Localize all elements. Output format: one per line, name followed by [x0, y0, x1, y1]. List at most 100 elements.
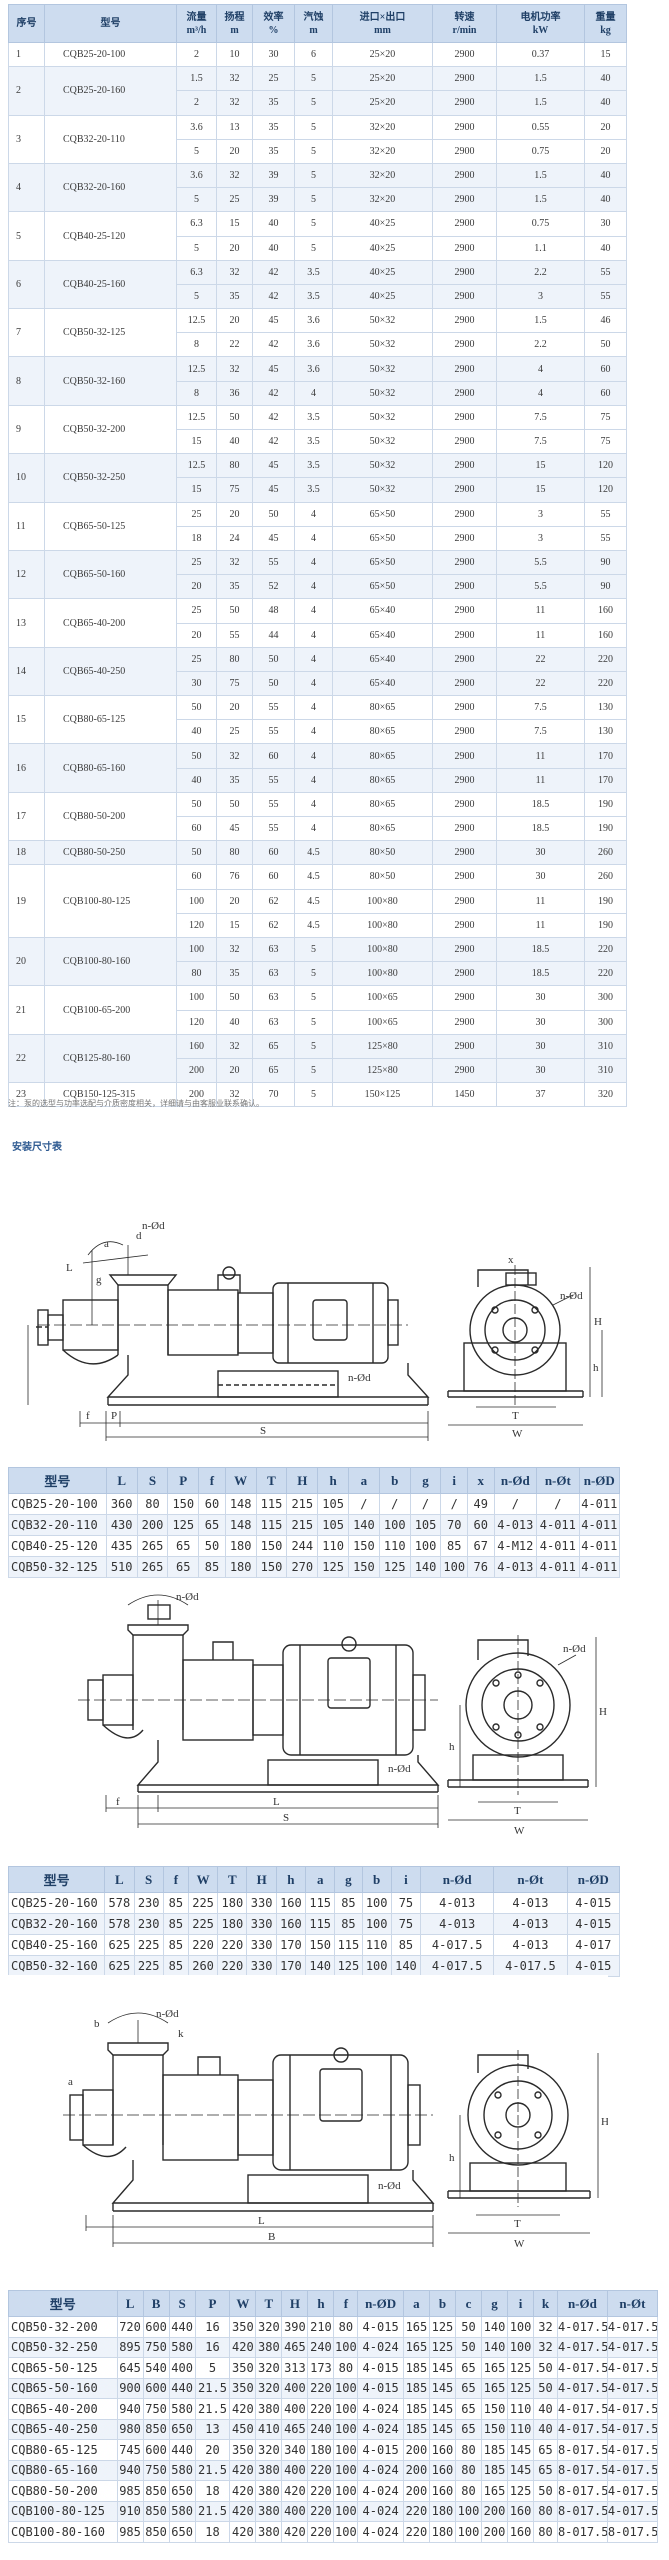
serial-number-cell: 1 [8, 41, 45, 68]
table-cell: 25 [176, 501, 217, 527]
serial-number-cell: 5 [8, 211, 45, 261]
table-cell: 300 [584, 1009, 627, 1035]
table-cell: 21.5 [194, 2398, 231, 2420]
table-cell: 465 [281, 2418, 309, 2440]
table-cell: 2900 [432, 380, 497, 406]
table-cell: 260 [584, 840, 627, 866]
d3-k: k [178, 2028, 184, 2040]
table-cell: 25×20 [332, 66, 433, 92]
table-cell: 4-011 [536, 1556, 580, 1578]
table-cell: 350 [229, 2439, 257, 2461]
table-cell: 5 [294, 138, 333, 164]
table-cell: 32 [216, 743, 253, 769]
table-cell: 12.5 [176, 453, 217, 479]
table-cell: 80 [454, 2439, 483, 2461]
perf-header-label: 转速 [454, 11, 475, 23]
table-cell: 15 [176, 428, 217, 455]
table-cell: 3.6 [294, 356, 333, 382]
d2-L: L [273, 1796, 280, 1808]
table-cell: 60 [198, 1493, 226, 1515]
table-cell: 5 [176, 187, 217, 213]
dim-header-cell: f [333, 2290, 359, 2317]
table-cell: 5 [294, 90, 333, 116]
table-cell: 40×25 [332, 283, 433, 310]
table-cell: 42 [252, 404, 295, 431]
table-cell: 185 [480, 2439, 509, 2461]
table-cell: 2900 [432, 259, 497, 285]
table-cell: 320 [584, 1082, 627, 1108]
table-cell: 125 [317, 1556, 349, 1578]
table-cell: 65 [198, 1514, 226, 1536]
table-cell: 50 [584, 332, 627, 358]
table-cell: 40 [176, 767, 217, 793]
serial-number-cell: 10 [8, 453, 45, 503]
pump-drawing-2-svg: n-Ød L S f n-Ød n-Ød H h T W [78, 1591, 607, 1837]
table-cell: 125 [378, 1556, 411, 1578]
table-cell: 63 [252, 936, 295, 963]
table-cell: 5 [294, 66, 333, 92]
model-cell: CQB25-20-100 [8, 1493, 107, 1515]
table-cell: 4-011 [578, 1556, 621, 1578]
model-cell: CQB100-80-125 [8, 2500, 118, 2522]
table-cell: 400 [281, 2377, 309, 2399]
table-cell: 12.5 [176, 356, 217, 382]
model-cell: CQB125-80-160 [44, 1033, 177, 1084]
table-cell: 100 [333, 2336, 359, 2358]
table-cell: 2900 [432, 670, 497, 697]
table-cell: 4 [294, 622, 333, 648]
table-cell: 25×20 [332, 41, 433, 68]
table-cell: 265 [136, 1535, 169, 1557]
table-cell: 30 [252, 41, 295, 68]
table-cell: 16 [194, 2336, 231, 2358]
table-cell: 220 [584, 961, 627, 987]
table-cell: 16 [194, 2316, 231, 2338]
table-cell: 625 [104, 1955, 135, 1977]
table-cell: 40 [216, 1009, 253, 1035]
d3-T: T [514, 2218, 521, 2230]
table-cell: 100 [440, 1556, 468, 1578]
table-cell: 13 [216, 114, 253, 140]
table-cell: 24 [216, 525, 253, 551]
table-cell: 125 [507, 2480, 535, 2502]
perf-header-cell: 序号 [8, 4, 45, 43]
table-cell: 145 [428, 2357, 456, 2379]
serial-number-cell: 4 [8, 162, 45, 213]
table-cell: / [493, 1493, 538, 1515]
table-cell: 25 [216, 719, 253, 745]
table-cell: 2900 [432, 162, 497, 189]
table-cell: 4-011 [578, 1493, 621, 1515]
table-cell: 65×50 [332, 501, 433, 527]
table-cell: 125 [507, 2357, 535, 2379]
table-cell: 200 [480, 2500, 509, 2522]
table-cell: 4-024 [357, 2418, 404, 2440]
dim-header-cell: a [348, 1467, 380, 1494]
table-cell: 2900 [432, 791, 497, 818]
table-cell: 7.5 [496, 719, 585, 745]
table-cell: 65×40 [332, 670, 433, 697]
table-cell: 2900 [432, 1057, 497, 1084]
table-cell: 50 [176, 695, 217, 721]
table-cell: 5 [176, 235, 217, 261]
table-cell: 32 [533, 2336, 558, 2358]
table-cell: 42 [252, 428, 295, 455]
table-cell: 20 [216, 235, 253, 261]
table-cell: 85 [162, 1913, 189, 1935]
d3-B: B [268, 2231, 275, 2243]
table-cell: 180 [224, 1556, 257, 1578]
table-cell: 100 [409, 1535, 442, 1557]
table-cell: 25 [252, 66, 295, 92]
model-cell: CQB25-20-160 [44, 66, 177, 116]
table-cell: 465 [281, 2336, 309, 2358]
table-cell: 20 [584, 114, 627, 140]
d2-S: S [283, 1812, 289, 1824]
serial-number-cell: 23 [8, 1082, 45, 1108]
table-cell: 380 [255, 2480, 283, 2502]
table-cell: 3.5 [294, 428, 333, 455]
